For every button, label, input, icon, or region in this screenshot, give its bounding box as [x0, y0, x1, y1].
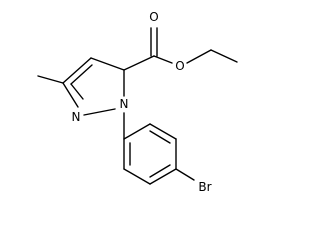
atom-label-oxygen-ester: O	[175, 59, 184, 73]
bond-carbonyl-ester-o	[153, 55, 173, 64]
atom-label-bromine: Br	[198, 180, 211, 194]
bond-ar-inner-1	[149, 130, 171, 144]
bond-methyl	[37, 75, 64, 84]
bond-ar-1	[123, 123, 151, 140]
bond-ar-inner-2	[149, 164, 171, 178]
bond-c-br	[175, 168, 195, 181]
bond-c4-c5	[90, 57, 125, 71]
bond-n1-n2	[83, 108, 116, 116]
chemical-structure: N N O O Br	[37, 10, 238, 194]
bond-ar-5	[123, 168, 151, 185]
bond-c5-carbonyl	[123, 55, 155, 71]
bond-n2-c3	[62, 82, 79, 108]
atom-label-nitrogen-substituted: N	[120, 97, 129, 111]
bond-ch2-ch3	[210, 49, 238, 63]
atom-label-nitrogen-ring: N	[72, 110, 81, 124]
bond-ester-o-ch2	[186, 49, 212, 64]
bond-ar-2	[149, 123, 177, 140]
bond-ar-4	[149, 168, 177, 185]
bond-c3-c4-inner	[70, 64, 93, 85]
atom-label-oxygen-carbonyl: O	[149, 10, 158, 24]
bond-n2-c3-inner	[70, 83, 84, 100]
bond-c3-c4	[62, 57, 92, 84]
